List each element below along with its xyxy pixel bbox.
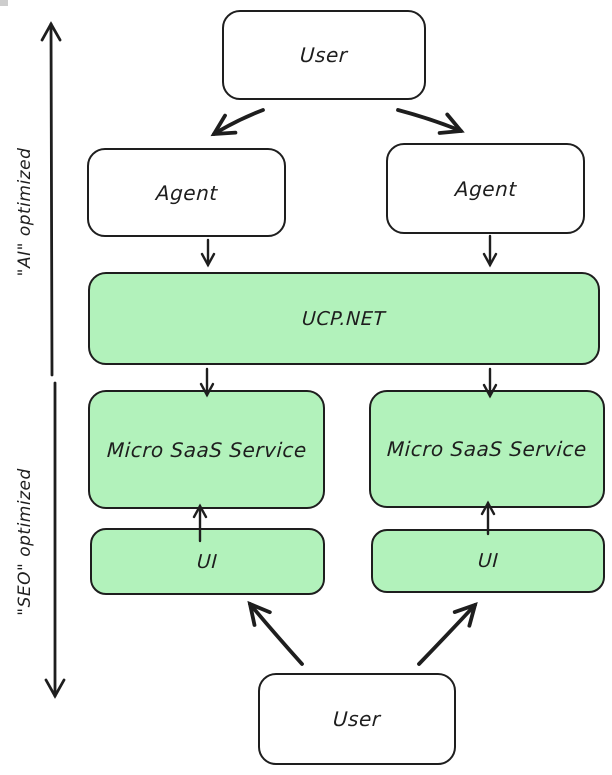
axis-label-seo-optimized: "SEO" optimized — [15, 468, 35, 616]
node-agent-left-label: Agent — [155, 180, 218, 205]
node-user-top-label: User — [299, 43, 349, 67]
node-user-bottom-label: User — [332, 707, 382, 731]
node-micro-saas-right: Micro SaaS Service — [369, 390, 605, 508]
node-ui-left: UI — [90, 528, 325, 595]
node-ui-right: UI — [371, 529, 605, 593]
node-agent-right: Agent — [386, 143, 585, 234]
node-micro-saas-right-label: Micro SaaS Service — [386, 437, 588, 461]
node-agent-left: Agent — [87, 148, 286, 237]
node-ucp-net: UCP.NET — [88, 272, 600, 365]
node-user-bottom: User — [258, 673, 456, 765]
corner-artifact — [0, 0, 8, 6]
node-ui-right-label: UI — [477, 550, 499, 572]
node-user-top: User — [222, 10, 426, 100]
node-micro-saas-left: Micro SaaS Service — [88, 390, 325, 509]
axis-label-ai-optimized: "AI" optimized — [15, 147, 35, 277]
node-ui-left-label: UI — [196, 550, 219, 573]
arrow-user-bottom-to-ui-right — [417, 602, 478, 666]
axis-arrow-ai-up — [40, 21, 62, 377]
arrow-user-bottom-to-ui-left — [247, 600, 304, 666]
node-ucp-net-label: UCP.NET — [301, 307, 387, 330]
arrow-user-top-to-agent-right — [396, 108, 465, 135]
arrow-user-top-to-agent-left — [210, 108, 265, 137]
node-micro-saas-left-label: Micro SaaS Service — [105, 437, 308, 462]
node-agent-right-label: Agent — [454, 176, 517, 201]
